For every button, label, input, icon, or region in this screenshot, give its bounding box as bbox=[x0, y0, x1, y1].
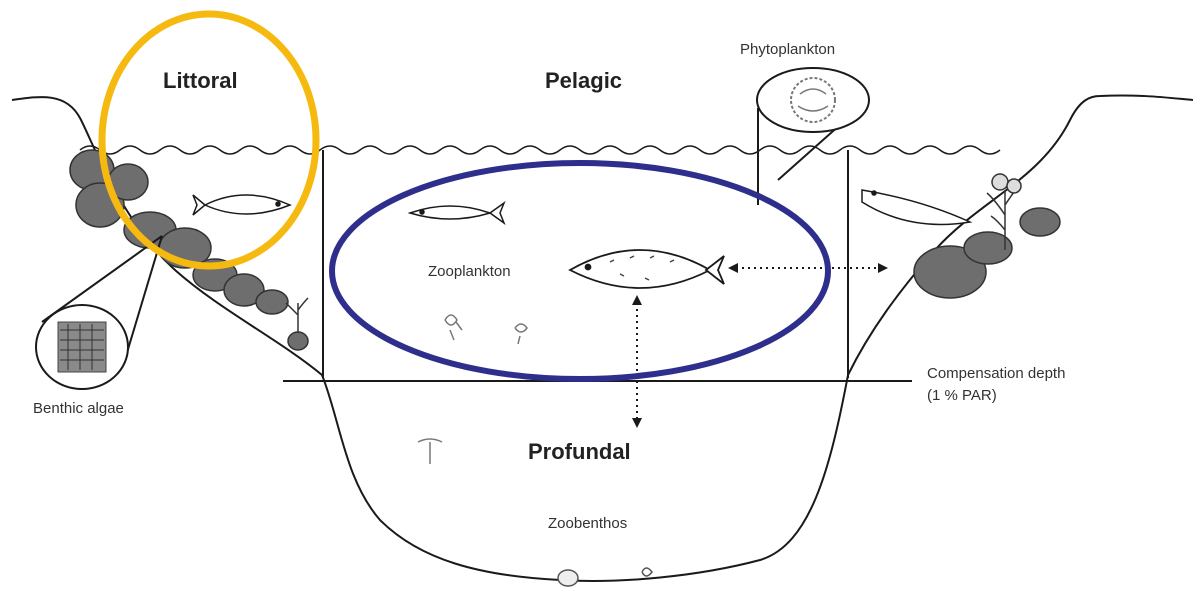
zone-label-profundal: Profundal bbox=[528, 439, 631, 464]
label-phytoplankton: Phytoplankton bbox=[740, 41, 835, 58]
horizontal-dotted-arrow bbox=[728, 263, 888, 273]
benthic-algae-magnifier bbox=[36, 236, 162, 389]
label-benthic-algae: Benthic algae bbox=[33, 400, 124, 417]
water-surface bbox=[80, 146, 1000, 154]
zoobenthos-icons bbox=[558, 568, 652, 586]
right-fish-icon bbox=[862, 190, 970, 225]
label-zooplankton: Zooplankton bbox=[428, 263, 511, 280]
littoral-highlight-ellipse bbox=[102, 14, 316, 266]
zone-label-pelagic: Pelagic bbox=[545, 68, 622, 93]
pelagic-small-fish-icon bbox=[410, 203, 504, 223]
label-zoobenthos: Zoobenthos bbox=[548, 515, 627, 532]
label-compensation-depth-par: (1 % PAR) bbox=[927, 387, 997, 404]
zone-label-littoral: Littoral bbox=[163, 68, 238, 93]
littoral-fish-icon bbox=[193, 195, 290, 215]
zooplankton-icons bbox=[445, 315, 527, 344]
profundal-invertebrate-icon bbox=[418, 439, 442, 464]
lake-basin-outline bbox=[12, 95, 1193, 581]
phytoplankton-magnifier bbox=[757, 68, 869, 205]
trout-fish-icon bbox=[570, 250, 724, 288]
label-compensation-depth: Compensation depth bbox=[927, 365, 1065, 382]
left-plant-icon bbox=[286, 298, 308, 333]
vertical-dotted-arrow bbox=[632, 295, 642, 428]
